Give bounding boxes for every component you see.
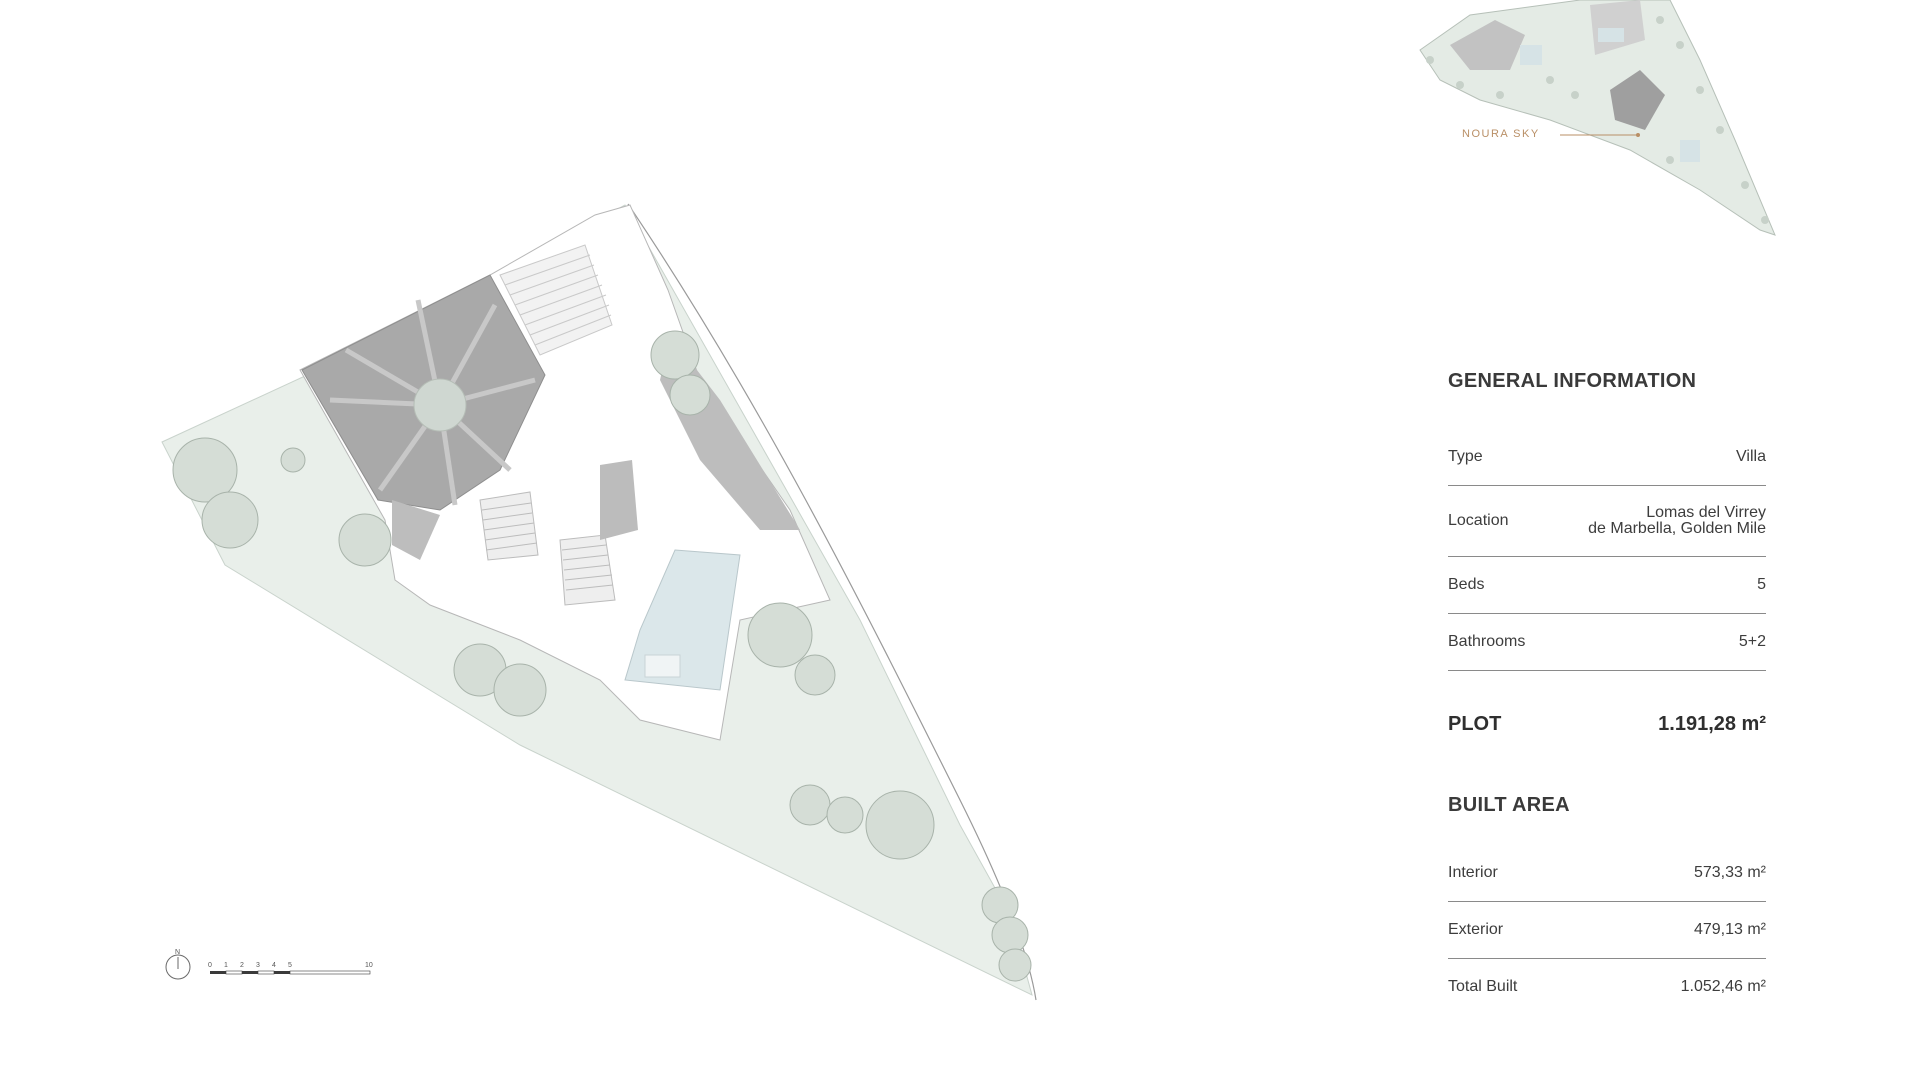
key-plan-map — [1419, 0, 1776, 236]
type-row: Type Villa — [1448, 429, 1766, 486]
key-plan-pool-3 — [1680, 140, 1700, 162]
bathrooms-label: Bathrooms — [1448, 633, 1526, 650]
exterior-label: Exterior — [1448, 921, 1504, 938]
location-row: Location Lomas del Virrey de Marbella, G… — [1448, 486, 1766, 557]
key-plan-noura-sky — [1610, 70, 1665, 130]
key-plan-label: NOURA SKY — [1462, 128, 1540, 140]
plot-value: 1.191,28 m² — [1658, 713, 1766, 735]
total-built-row: Total Built 1.052,46 m² — [1448, 959, 1766, 1015]
interior-row: Interior 573,33 m² — [1448, 845, 1766, 902]
beds-row: Beds 5 — [1448, 557, 1766, 614]
plot-row: PLOT 1.191,28 m² — [1448, 713, 1766, 736]
location-value-line1: Lomas del Virrey — [1646, 504, 1766, 521]
plot-label: PLOT — [1448, 713, 1502, 735]
pool-loungers — [644, 654, 681, 678]
north-arrow-icon — [165, 954, 191, 980]
courtyard-roof — [600, 460, 638, 540]
key-plan-pool-2 — [1598, 28, 1624, 42]
pergola-south — [559, 534, 616, 606]
north-label: N — [175, 949, 180, 956]
scale-tick-0: 0 — [208, 962, 212, 969]
key-plan-houses — [1450, 20, 1525, 70]
location-value-line2: de Marbella, Golden Mile — [1588, 520, 1766, 537]
interior-value: 573,33 m² — [1693, 864, 1766, 881]
scale-tick-2: 2 — [240, 962, 244, 969]
total-built-label: Total Built — [1448, 978, 1518, 995]
scale-tick-1: 1 — [224, 962, 228, 969]
scale-tick-5: 5 — [288, 962, 292, 969]
interior-label: Interior — [1448, 864, 1498, 881]
exterior-row: Exterior 479,13 m² — [1448, 902, 1766, 959]
location-value: Lomas del Virrey de Marbella, Golden Mil… — [1588, 505, 1766, 537]
info-panel: GENERAL INFORMATION Type Villa Location … — [1448, 370, 1766, 1015]
lower-roof — [392, 500, 440, 560]
beds-value: 5 — [1757, 576, 1766, 593]
scale-bar: N 0 1 2 3 4 5 10 — [165, 949, 373, 980]
bathrooms-value: 5+2 — [1738, 633, 1766, 650]
pergola-mid — [479, 491, 539, 561]
scale-tick-3: 3 — [256, 962, 260, 969]
pergola-north — [499, 244, 613, 356]
key-plan-marker — [1636, 133, 1640, 137]
general-information-title: GENERAL INFORMATION — [1448, 370, 1697, 392]
type-value: Villa — [1736, 448, 1766, 465]
key-plan-pool — [1520, 45, 1542, 65]
scale-tick-4: 4 — [272, 962, 276, 969]
location-label: Location — [1448, 512, 1509, 529]
beds-label: Beds — [1448, 576, 1485, 593]
bathrooms-row: Bathrooms 5+2 — [1448, 614, 1766, 671]
garden-trees — [172, 330, 1032, 982]
type-label: Type — [1448, 448, 1483, 465]
scale-tick-10: 10 — [365, 962, 373, 969]
total-built-value: 1.052,46 m² — [1680, 978, 1766, 995]
exterior-value: 479,13 m² — [1693, 921, 1766, 938]
roof-skylight — [413, 378, 467, 432]
built-area-title: BUILT AREA — [1448, 794, 1570, 816]
site-plan-drawing — [161, 203, 1037, 1001]
